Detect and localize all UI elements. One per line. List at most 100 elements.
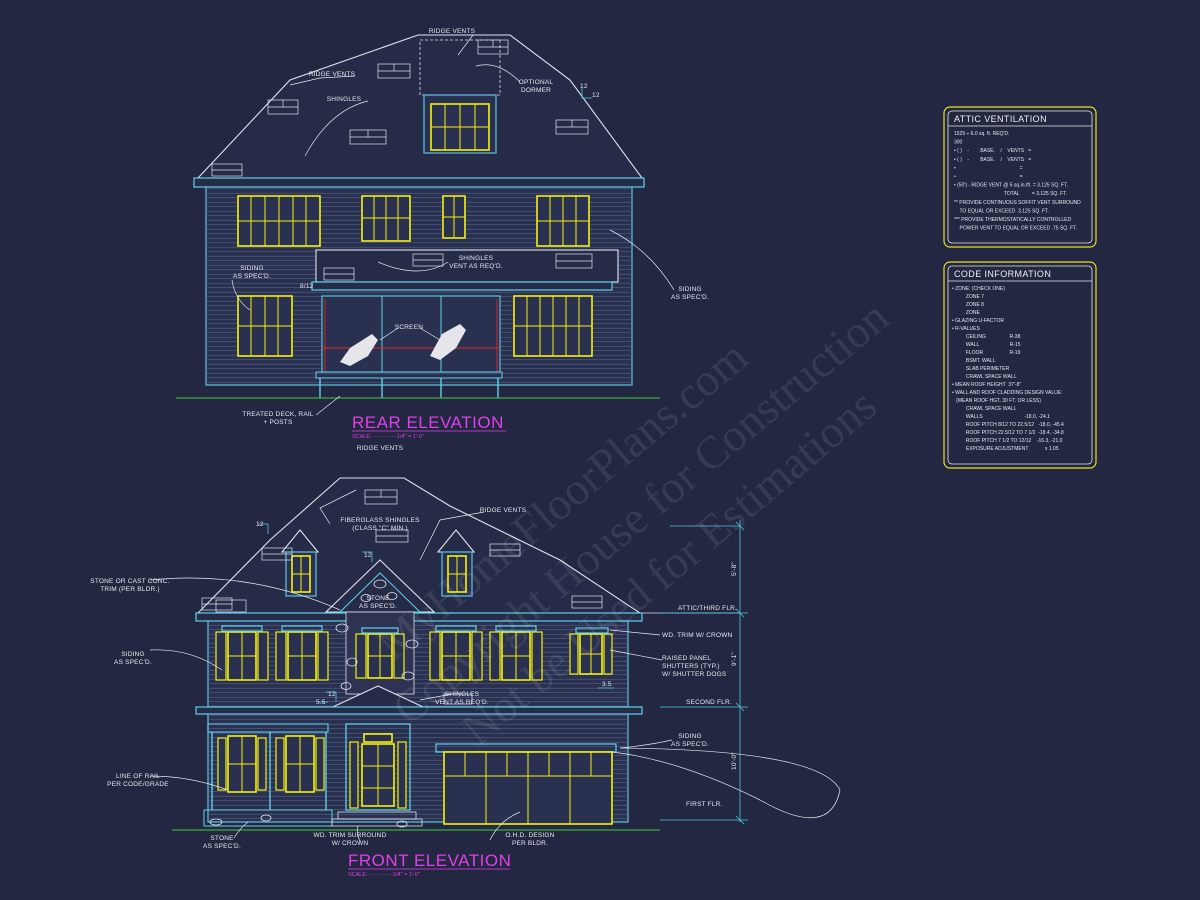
front-shutters-label-2: SHUTTERS (TYP.) xyxy=(662,663,720,670)
rear-pitch-a: 12 xyxy=(580,83,588,90)
rear-shingles-vent-label-2: VENT AS REQ'D. xyxy=(449,263,503,270)
rear-upper-windows xyxy=(237,195,590,247)
front-first-floor-label: FIRST FLR. xyxy=(686,801,723,808)
attic-line: • ( ) - BASE. / VENTS = xyxy=(954,157,1031,163)
front-elevation-scale: SCALE: ·············1/4" = 1'-0" xyxy=(348,872,420,878)
attic-ventilation-panel: ATTIC VENTILATION 1525 ÷ 6.0 sq. ft. REQ… xyxy=(943,106,1097,248)
code-information-panel: CODE INFORMATION • ZONE: (CHECK ONE) ZON… xyxy=(943,261,1097,469)
front-dim-35: 3.5 xyxy=(602,681,612,688)
front-stone-accents xyxy=(209,579,419,828)
front-pitch-b: 12 xyxy=(364,552,372,559)
code-line: ZONE 7 xyxy=(952,294,984,300)
front-siding-right-label-1: SIDING xyxy=(678,733,702,740)
rear-deck-label-1: TREATED DECK, RAIL xyxy=(242,411,314,418)
front-siding-label-2: AS SPEC'D. xyxy=(114,659,152,666)
front-siding-right-label-2: AS SPEC'D. xyxy=(671,741,709,748)
code-line: ZONE xyxy=(952,310,980,316)
code-line: WALLS -18.0, -24.1 xyxy=(952,414,1050,420)
code-line: CEILING R-38 xyxy=(952,334,1021,340)
front-fiberglass-label-1: FIBERGLASS SHINGLES xyxy=(340,517,420,524)
front-shingles-vent-label-2: VENT AS REQ'D. xyxy=(435,699,489,706)
front-dimension-lines xyxy=(258,520,748,825)
attic-line: 1525 ÷ 6.0 sq. ft. REQ'D. xyxy=(954,131,1009,137)
attic-line: TOTAL = 3.125 SQ. FT. xyxy=(954,191,1067,197)
rear-elevation-scale: SCALE: ·············1/4" = 1'-0" xyxy=(352,434,424,440)
front-ridge-vents-label: RIDGE VENTS xyxy=(357,445,404,452)
attic-line: • (50') - RIDGE VENT @ 5 sq.in./ft. = 3.… xyxy=(954,183,1068,189)
code-line: • R-VALUES xyxy=(952,326,980,332)
front-fiberglass-label-2: (CLASS "C" MIN.) xyxy=(352,525,408,532)
front-stone-base-label-1: STONE xyxy=(210,835,234,842)
front-pitch-a: 12 xyxy=(256,521,264,528)
rear-siding-right-label-1: SIDING xyxy=(678,286,702,293)
code-line: ROOF PITCH 8/12 TO 22.5/12 -18.0, -45.4 xyxy=(952,422,1064,428)
code-line: • WALL AND ROOF CLADDING DESIGN VALUE: xyxy=(952,390,1062,396)
front-stone-trim-label-2: TRIM (PER BLDR.) xyxy=(100,586,160,593)
front-shingles-vent-label-1: SHINGLES xyxy=(445,691,480,698)
attic-line: • = xyxy=(954,174,1023,180)
code-line: • ZONE: (CHECK ONE) xyxy=(952,286,1005,292)
rear-elevation-title: REAR ELEVATION xyxy=(352,413,504,432)
front-second-floor-label: SECOND FLR. xyxy=(686,699,732,706)
front-lower-windows xyxy=(217,735,325,793)
rear-ridge-vents-label: RIDGE VENTS xyxy=(429,28,476,35)
front-door-trim-label-1: WD. TRIM SURROUND xyxy=(314,832,387,839)
code-line: ZONE 8 xyxy=(952,302,984,308)
attic-line: • ( ) - BASE. / VENTS = xyxy=(954,148,1031,154)
rear-dormer-label: DORMER xyxy=(521,87,551,94)
front-wd-trim-label: WD. TRIM W/ CROWN xyxy=(662,632,733,639)
rear-pitch-b: 12 xyxy=(592,92,600,99)
front-attic-floor-label: ATTIC/THIRD FLR. xyxy=(678,605,737,612)
front-dim-low: 10'-0" xyxy=(731,752,738,770)
front-upper-windows xyxy=(215,625,613,681)
front-dim-top: 5'-8" xyxy=(731,562,738,576)
front-elevation-title: FRONT ELEVATION xyxy=(348,851,511,870)
attic-line: ** PROVIDE CONTINUOUS SOFFIT VENT SURROU… xyxy=(954,200,1081,206)
attic-line: TO EQUAL OR EXCEED 3.125 SQ. FT. xyxy=(954,208,1049,214)
rear-pitch-side: 8/12 xyxy=(300,283,314,290)
code-line: FLOOR R-19 xyxy=(952,350,1021,356)
front-stone-label-2: AS SPEC'D. xyxy=(359,603,397,610)
front-rail-label-1: LINE OF RAIL xyxy=(116,773,160,780)
front-stone-label-1: STONE xyxy=(366,595,390,602)
rear-deck-label-2: + POSTS xyxy=(263,419,292,426)
front-rail-label-2: PER CODE/GRADE xyxy=(107,781,169,788)
attic-line: 300 xyxy=(954,140,963,146)
rear-screen-label: SCREEN xyxy=(395,324,423,331)
front-pitch-c: 12 xyxy=(328,691,336,698)
code-line: SLAB PERIMETER xyxy=(952,366,1010,372)
front-siding-label-1: SIDING xyxy=(121,651,145,658)
front-ridge-vents-right-label: RIDGE VENTS xyxy=(480,507,527,514)
front-ohd-label-2: PER BLDR. xyxy=(512,840,548,847)
front-elevation: RIDGE VENTS RIDGE VENTS FIBERGLASS SHING… xyxy=(90,445,841,878)
code-line: • MEAN ROOF HEIGHT 37'-8" xyxy=(952,382,1021,388)
rear-shingles-label: SHINGLES xyxy=(327,96,362,103)
rear-elevation: RIDGE VENTS RIDGE VENTS SHINGLES OPTIONA… xyxy=(176,28,709,440)
code-line: CRAWL SPACE WALL xyxy=(952,374,1017,380)
rear-siding-label-2: AS SPEC'D. xyxy=(233,273,271,280)
code-line: ROOF PITCH 7 1/2 TO 12/12 -16.3, -21.0 xyxy=(952,438,1063,444)
front-door-trim-label-2: W/ CROWN xyxy=(332,840,369,847)
code-line: CRAWL SPACE WALL xyxy=(952,406,1017,412)
code-line: EXPOSURE ADJUSTMENT x 1.05 xyxy=(952,446,1059,452)
code-line: (MEAN ROOF HGT. 30 FT. OR LESS) xyxy=(952,398,1041,404)
attic-line: • = xyxy=(954,165,1023,171)
front-roof-shingle-marks xyxy=(201,489,603,705)
rear-siding-label-1: SIDING xyxy=(240,265,264,272)
front-stone-base-label-2: AS SPEC'D. xyxy=(203,843,241,850)
code-line: WALL R-15 xyxy=(952,342,1021,348)
code-information-title: CODE INFORMATION xyxy=(954,269,1051,279)
code-line: • GLAZING U-FACTOR xyxy=(952,318,1004,324)
attic-line: *** PROVIDE THERMOSTATICALLY CONTROLLED xyxy=(954,217,1071,223)
rear-ridge-vents-left-label: RIDGE VENTS xyxy=(309,71,356,78)
front-stone-trim-label-1: STONE OR CAST CONC. xyxy=(90,578,169,585)
rear-optional-label: OPTIONAL xyxy=(519,79,554,86)
attic-ventilation-title: ATTIC VENTILATION xyxy=(954,114,1047,124)
front-ohd-label-1: O.H.D. DESIGN xyxy=(505,832,554,839)
front-dim-55: 5.5 xyxy=(316,699,326,706)
rear-main-roof xyxy=(196,34,644,179)
front-shutters-label-3: W/ SHUTTER DOGS xyxy=(662,671,727,678)
code-line: BSMT. WALL xyxy=(952,358,996,364)
rear-roof-shingle-marks xyxy=(211,39,593,281)
